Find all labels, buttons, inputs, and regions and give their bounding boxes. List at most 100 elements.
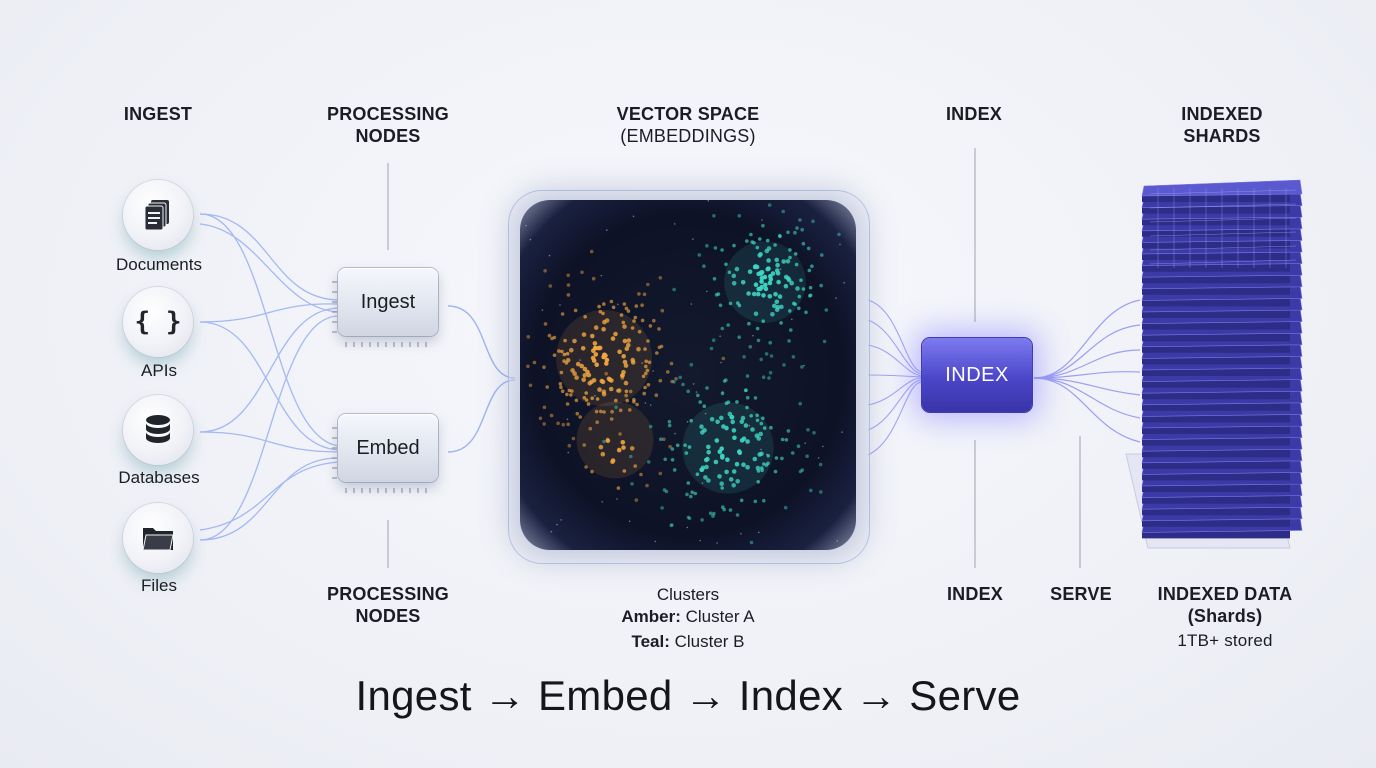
background-star bbox=[673, 223, 676, 225]
cluster-a-amber-tail-point bbox=[621, 445, 626, 450]
folder-icon bbox=[142, 528, 174, 551]
cluster-b-teal-top-point bbox=[720, 248, 724, 252]
cluster-b-teal-bottom-point bbox=[662, 488, 667, 492]
source-label-documents: Documents bbox=[116, 255, 202, 274]
background-star bbox=[719, 335, 721, 337]
cluster-b-teal-bottom-point bbox=[706, 450, 711, 455]
embed-node[interactable]: Embed bbox=[338, 414, 438, 482]
cluster-b-teal-top-point bbox=[737, 303, 742, 308]
cluster-a-amber-point bbox=[591, 276, 596, 281]
cluster-b-teal-top-point bbox=[807, 268, 812, 273]
cluster-a-amber-point bbox=[542, 405, 547, 410]
background-star bbox=[628, 520, 631, 522]
cluster-b-teal-bottom-point bbox=[761, 375, 766, 379]
cluster-b-teal-bottom-point bbox=[670, 458, 675, 462]
cluster-a-amber-point bbox=[658, 276, 663, 280]
cluster-a-amber-point bbox=[626, 309, 631, 313]
cluster-a-amber-tail-point bbox=[584, 465, 588, 469]
cluster-b-teal-bottom-point bbox=[699, 424, 704, 429]
cluster-a-amber-point bbox=[528, 383, 533, 388]
cluster-b-teal-bottom-point bbox=[756, 436, 762, 441]
background-star bbox=[559, 304, 561, 306]
cluster-a-amber-point bbox=[566, 422, 570, 427]
cluster-a-amber-point bbox=[602, 410, 606, 414]
cluster-a-amber-point bbox=[640, 318, 645, 323]
source-files[interactable] bbox=[123, 503, 193, 573]
cluster-a-amber-tail-point bbox=[600, 451, 606, 457]
cluster-b-value: Cluster B bbox=[669, 632, 745, 651]
cluster-a-amber-point bbox=[589, 249, 594, 254]
cluster-a-amber-point bbox=[567, 443, 572, 448]
cluster-b-teal-top-point bbox=[728, 301, 733, 306]
cluster-a-amber-point bbox=[630, 326, 635, 330]
cluster-a-amber-tail-point bbox=[634, 498, 639, 502]
cluster-b-teal-bottom-point bbox=[713, 459, 719, 465]
cluster-b-teal-top-point bbox=[753, 311, 759, 317]
cluster-b-teal-bottom-point bbox=[706, 444, 711, 450]
cluster-b-teal-top-point bbox=[819, 283, 823, 288]
background-star bbox=[594, 394, 596, 397]
cluster-b-teal-bottom-point bbox=[739, 419, 745, 424]
source-label-databases: Databases bbox=[118, 468, 200, 487]
cluster-b-teal-bottom-point bbox=[712, 511, 716, 516]
cluster-a-amber-point bbox=[669, 361, 674, 366]
cluster-a-amber-point bbox=[648, 324, 653, 328]
source-apis[interactable]: { } bbox=[123, 287, 193, 357]
cluster-a-amber-point bbox=[619, 313, 624, 317]
cluster-b-teal-bottom-point bbox=[672, 380, 676, 384]
index-node[interactable]: INDEX bbox=[922, 338, 1032, 412]
cluster-b-teal-bottom-point bbox=[742, 355, 746, 359]
cluster-b-teal-top-point bbox=[777, 294, 783, 299]
index-node-label: INDEX bbox=[945, 363, 1009, 386]
cluster-b-teal-top-point bbox=[783, 274, 789, 280]
background-star bbox=[822, 445, 824, 448]
bottom-indexed-line1: INDEXED DATA bbox=[1157, 584, 1293, 604]
cluster-b-teal-bottom-point bbox=[683, 443, 687, 447]
cluster-b-teal-top-point bbox=[753, 282, 759, 287]
cluster-a-amber-point bbox=[647, 360, 652, 365]
cluster-b-teal-bottom-point bbox=[755, 418, 760, 423]
background-star bbox=[525, 224, 527, 227]
cluster-b-teal-bottom-point bbox=[700, 430, 705, 435]
cluster-a-amber-point bbox=[644, 359, 648, 364]
cluster-a-amber-point bbox=[621, 320, 626, 325]
cluster-a-amber-tail-point bbox=[616, 447, 622, 453]
cluster-b-teal-top-point bbox=[776, 279, 781, 285]
cluster-b-teal-bottom-point bbox=[735, 400, 739, 404]
background-star bbox=[836, 540, 839, 542]
cluster-b-teal-top-point bbox=[793, 252, 798, 256]
background-star bbox=[654, 540, 656, 543]
cluster-b-teal-top-point bbox=[772, 303, 777, 309]
header-processing-nodes: PROCESSING NODES bbox=[318, 103, 458, 147]
source-label-files: Files bbox=[141, 576, 177, 595]
cluster-b-teal-bottom-point bbox=[818, 462, 823, 467]
cluster-b-teal-bottom-point bbox=[704, 464, 709, 470]
cluster-b-teal-bottom-point bbox=[614, 405, 618, 409]
cluster-a-amber-point bbox=[574, 375, 579, 380]
cluster-b-teal-bottom-point bbox=[753, 396, 758, 400]
ingest-node[interactable]: Ingest bbox=[338, 268, 438, 336]
cluster-b-teal-top-point bbox=[808, 285, 813, 290]
background-star bbox=[616, 498, 618, 500]
cluster-a-amber-point bbox=[668, 444, 672, 449]
cluster-b-teal-bottom-point bbox=[749, 414, 753, 418]
background-star bbox=[791, 318, 793, 321]
cluster-b-teal-top-point bbox=[795, 226, 799, 230]
cluster-a-amber-point bbox=[593, 352, 599, 357]
cluster-a-amber-point bbox=[565, 392, 569, 397]
cluster-a-amber-tail-point bbox=[628, 389, 633, 394]
cluster-b-teal-top-point bbox=[724, 262, 728, 267]
cluster-a-amber-point bbox=[657, 327, 661, 331]
cluster-a-amber-point bbox=[582, 373, 588, 378]
cluster-a-amber-point bbox=[583, 315, 587, 319]
cluster-a-amber-point bbox=[560, 349, 564, 354]
source-documents[interactable] bbox=[123, 180, 193, 250]
cluster-b-teal-bottom-point bbox=[756, 480, 760, 484]
cluster-a-amber-point bbox=[569, 393, 573, 397]
cluster-b-teal-bottom-point bbox=[725, 457, 730, 463]
database-icon bbox=[146, 415, 170, 443]
source-databases[interactable] bbox=[123, 395, 193, 465]
cluster-a-amber-point bbox=[643, 385, 647, 390]
cluster-b-teal-bottom-point bbox=[769, 425, 773, 430]
